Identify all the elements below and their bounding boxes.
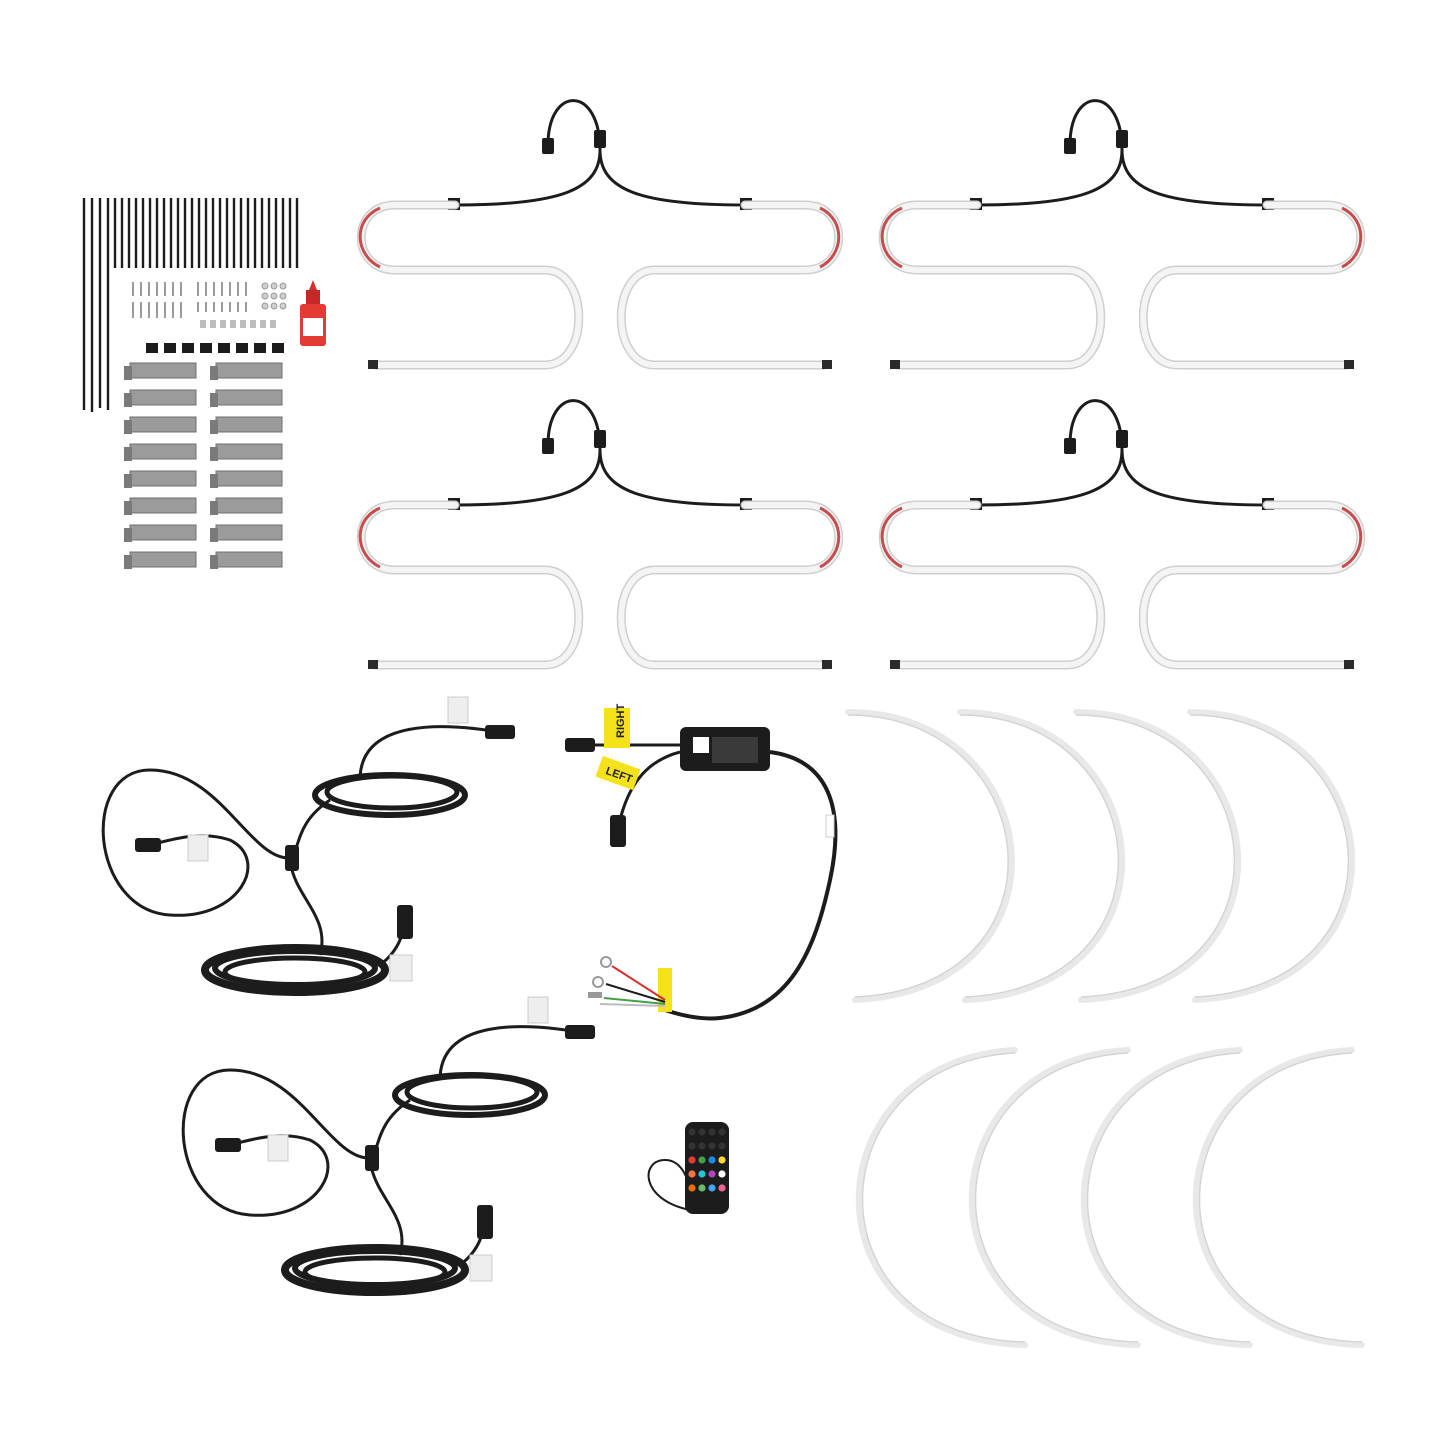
remote-button [708, 1156, 716, 1164]
washers [261, 282, 287, 310]
remote-button [718, 1170, 726, 1178]
led-strip-harness-3 [360, 401, 839, 669]
remote-button [718, 1184, 726, 1192]
remote-button [708, 1128, 716, 1136]
remote-button [688, 1142, 696, 1150]
led-strip-harness-1 [360, 101, 839, 369]
remote-button [708, 1142, 716, 1150]
remote-button [698, 1142, 706, 1150]
remote-button [688, 1128, 696, 1136]
mounting-brackets [124, 362, 283, 569]
extension-cable-set-1 [103, 697, 515, 992]
remote-button [698, 1170, 706, 1178]
remote-button [698, 1184, 706, 1192]
led-strip-harness-4 [882, 401, 1361, 669]
nuts [200, 320, 276, 328]
right-tag-label: RIGHT [615, 704, 627, 739]
extension-cable-set-2 [183, 997, 595, 1292]
screws [132, 282, 247, 318]
remote-button [688, 1156, 696, 1164]
remote-buttons [688, 1128, 726, 1192]
remote-button [698, 1128, 706, 1136]
threadlocker-bottle [300, 280, 326, 346]
remote-button [718, 1128, 726, 1136]
wheel-light-ring-edges [847, 714, 1363, 1343]
remote-button [688, 1184, 696, 1192]
remote-button [718, 1142, 726, 1150]
zip-ties [82, 198, 299, 412]
rubber-pads [146, 343, 284, 353]
remote-control [647, 1122, 729, 1214]
remote-button [708, 1170, 716, 1178]
controller-module: RIGHT LEFT [565, 704, 838, 1021]
led-strip-harness-2 [882, 101, 1361, 369]
remote-button [688, 1170, 696, 1178]
wheel-light-rings [845, 709, 1365, 1348]
remote-button [718, 1156, 726, 1164]
remote-button [698, 1156, 706, 1164]
remote-button [708, 1184, 716, 1192]
